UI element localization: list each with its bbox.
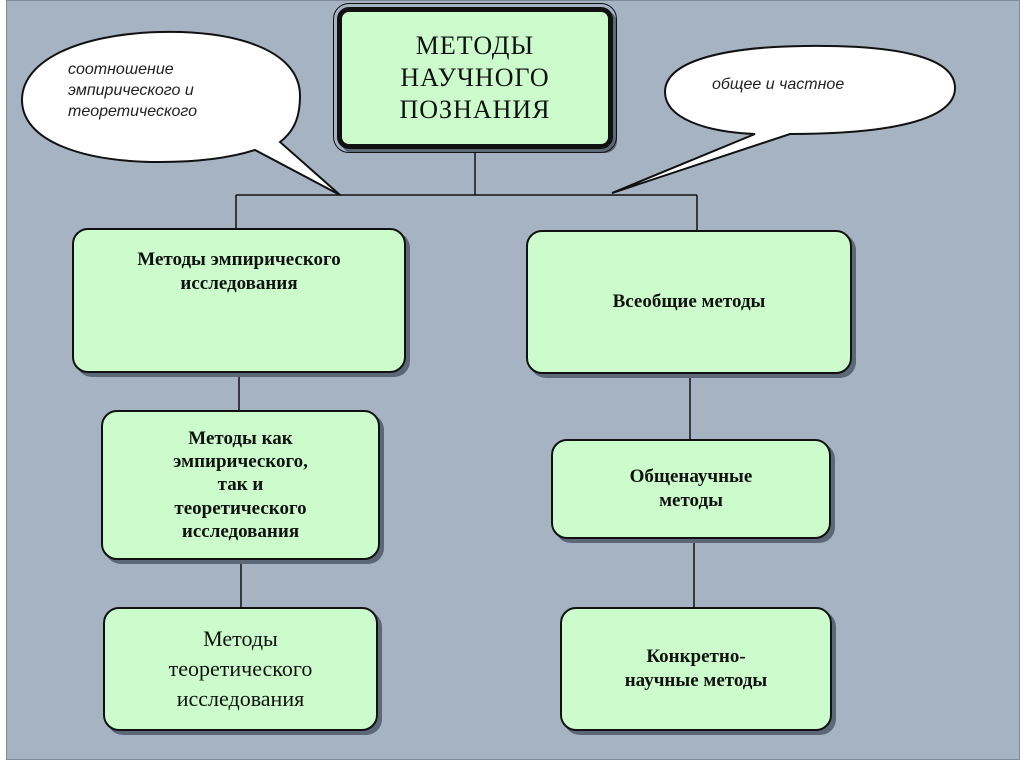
node-empirical-methods: Методы эмпирического исследования — [72, 228, 406, 373]
right-callout-text: общее и частное — [712, 76, 845, 93]
node-empirical-and-theoretical-methods: Методы как эмпирического, так и теоретич… — [101, 410, 380, 560]
node-theoretical-methods: Методы теоретического исследования — [103, 607, 378, 731]
node-concrete-scientific-methods: Конкретно- научные методы — [560, 607, 832, 731]
left-callout-bubble — [20, 30, 341, 196]
node-universal-methods: Всеобщие методы — [526, 230, 852, 374]
right-callout-bubble — [611, 44, 957, 194]
root-node-scientific-methods: МЕТОДЫ НАУЧНОГО ПОЗНАНИЯ — [333, 3, 617, 153]
left-callout-text: соотношение эмпирического и теоретическо… — [68, 61, 198, 120]
node-general-scientific-methods: Общенаучные методы — [551, 439, 831, 539]
